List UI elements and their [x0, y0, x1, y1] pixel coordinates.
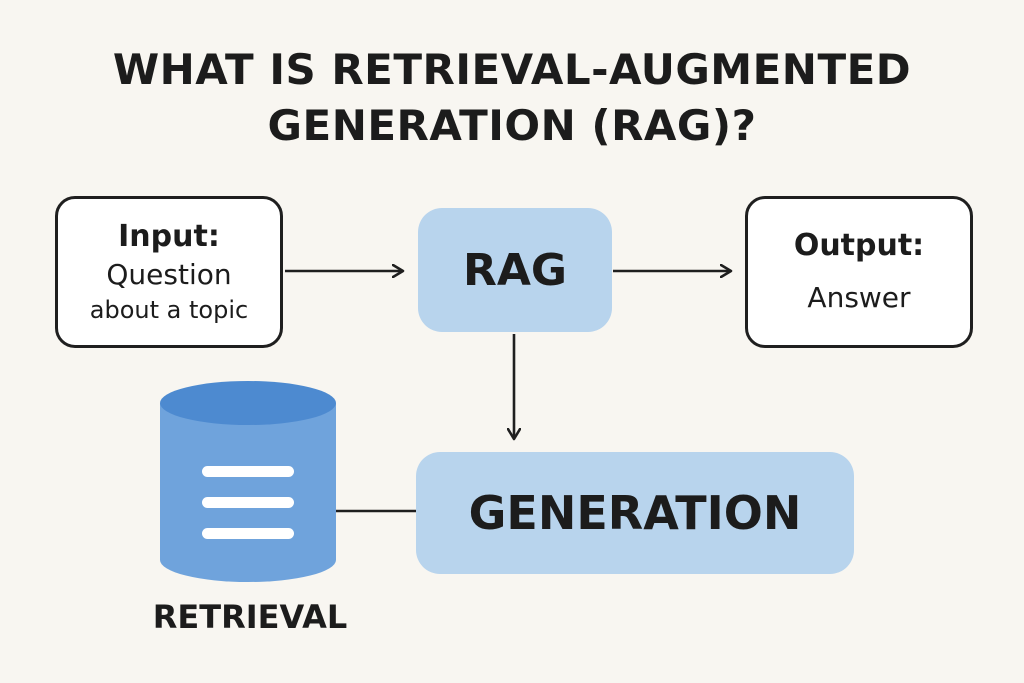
title-line-1: WHAT IS RETRIEVAL-AUGMENTED	[112, 45, 912, 94]
rag-node: RAG	[418, 208, 612, 332]
input-line-2: about a topic	[89, 296, 249, 324]
input-box: Input: Question about a topic	[55, 196, 283, 348]
output-heading: Output:	[793, 228, 925, 263]
title-line-2: GENERATION (RAG)?	[267, 101, 757, 150]
rag-label: RAG	[462, 244, 568, 296]
database-icon	[160, 381, 336, 582]
generation-node: GENERATION	[416, 452, 854, 574]
generation-label: GENERATION	[468, 486, 802, 540]
output-body: Answer	[807, 281, 911, 314]
input-line-1: Question	[106, 258, 232, 291]
retrieval-label: RETRIEVAL	[152, 598, 348, 636]
diagram-title: WHAT IS RETRIEVAL-AUGMENTED GENERATION (…	[0, 42, 1024, 154]
output-box: Output: Answer	[745, 196, 973, 348]
input-heading: Input:	[118, 219, 220, 254]
